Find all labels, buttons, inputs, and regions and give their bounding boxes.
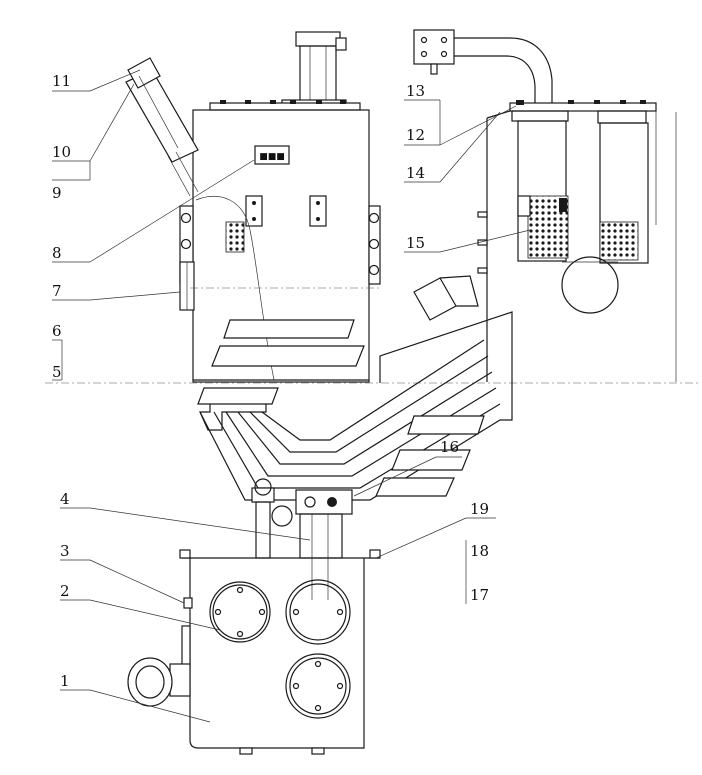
callout-5: 5 [52,363,62,381]
callout-10: 10 [52,143,71,161]
callout-13: 13 [406,82,425,100]
callout-3: 3 [60,542,70,560]
leader-lines [52,69,531,723]
breather-filter [125,57,199,197]
callout-14: 14 [406,164,425,182]
connection-block [251,478,353,527]
callout-7: 7 [52,282,62,300]
callout-16: 16 [440,438,459,456]
callout-8: 8 [52,244,62,262]
callout-18: 18 [470,542,489,560]
callout-4: 4 [60,490,70,508]
callout-2: 2 [60,582,70,600]
callout-11: 11 [52,72,71,90]
callout-15: 15 [406,234,425,252]
callout-12: 12 [406,126,425,144]
cover-bolts [220,100,346,104]
nameplate-text: ■■■ [259,152,285,162]
callout-9: 9 [52,184,62,202]
callout-17: 17 [470,586,489,604]
callout-6: 6 [52,322,62,340]
callout-labels: 11 10 9 8 7 6 5 13 12 14 15 16 4 3 2 1 1… [52,72,489,690]
upper-left-tank: ■■■ [125,31,381,383]
callout-19: 19 [470,500,489,518]
callout-1: 1 [60,672,70,690]
lower-tank [127,549,381,755]
transfer-duct [197,311,513,501]
upper-right-tank [413,29,677,382]
